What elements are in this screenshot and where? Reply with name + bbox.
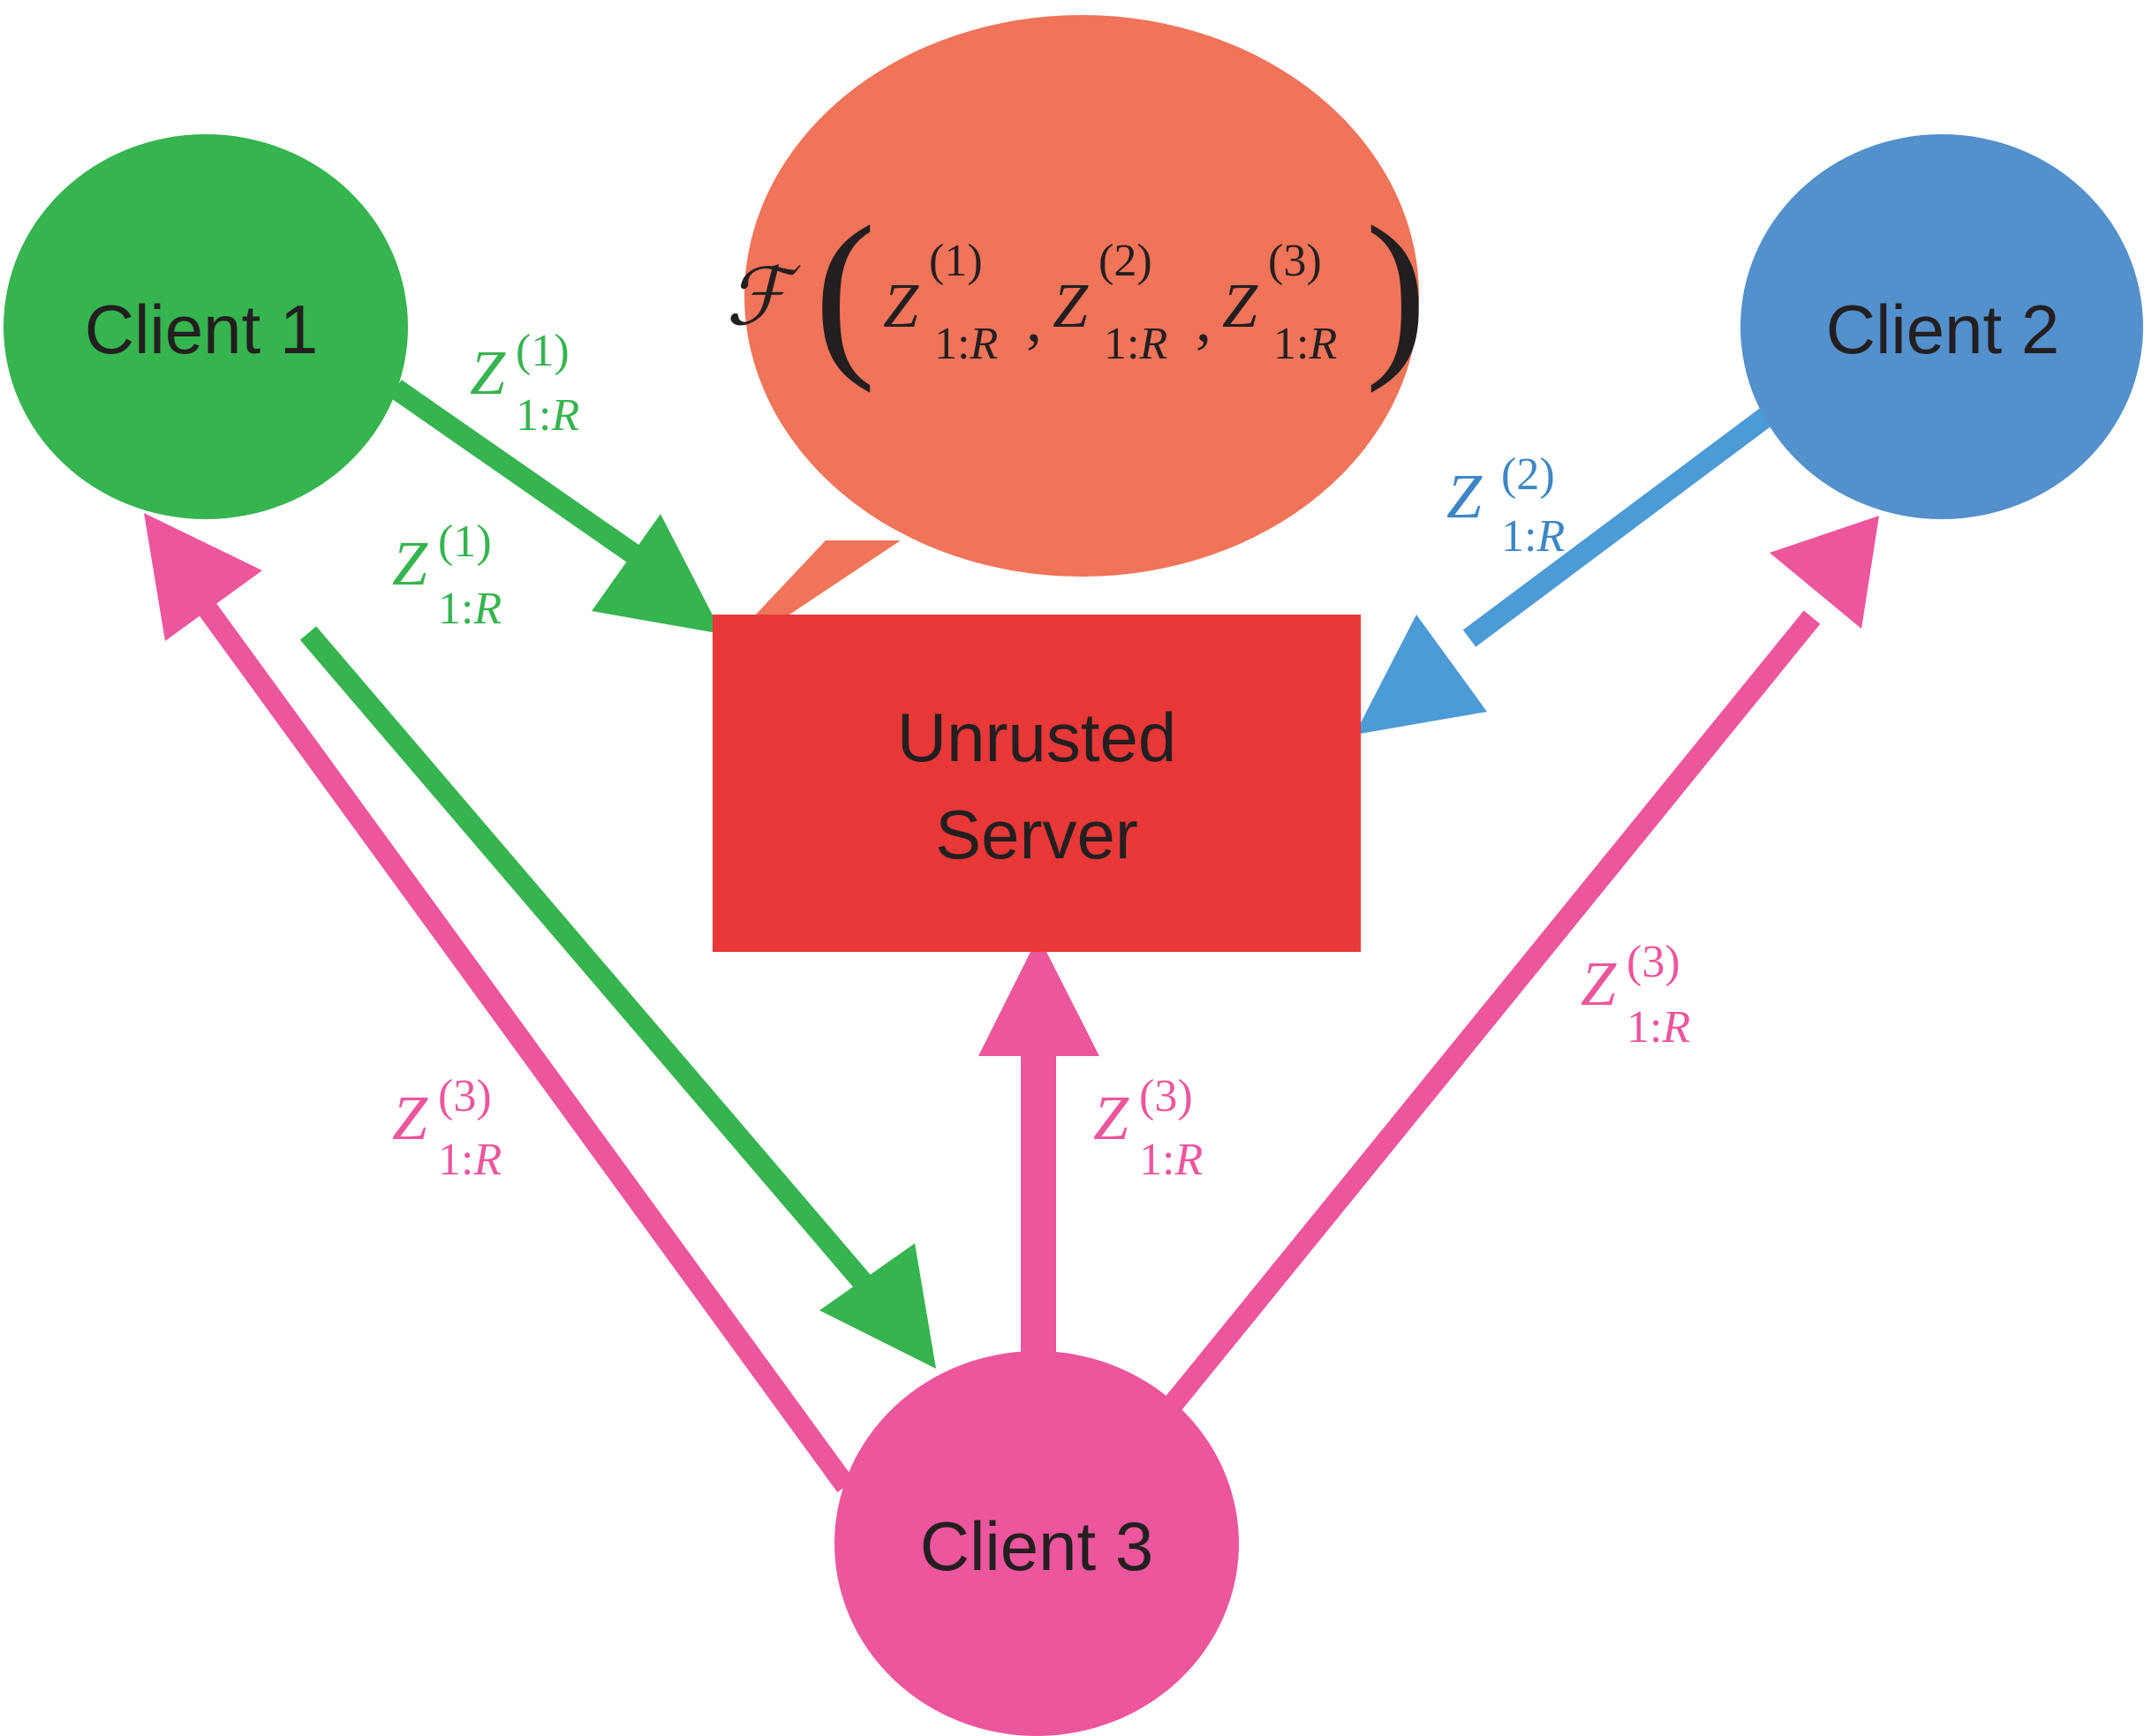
edge-label-base: Z (1581, 948, 1617, 1019)
edge-label-base: Z (392, 528, 428, 599)
formula-arg1-base: Z (883, 270, 919, 341)
edge-label-client1-to-server: Z (1) 1:R (470, 326, 579, 441)
arrow-client1-to-server (389, 380, 722, 634)
speech-bubble-body (744, 15, 1419, 577)
client2-label: Client 2 (1826, 291, 2059, 368)
edge-label-sub: 1:R (1627, 1002, 1690, 1053)
speech-bubble (744, 15, 1419, 618)
edge-label-base: Z (392, 1083, 428, 1153)
arrow-client3-to-client2 (1162, 516, 1879, 1414)
untrusted-server: Unrusted Server (713, 615, 1361, 952)
formula-sep2: , (1196, 284, 1212, 355)
edge-label-base: Z (1446, 461, 1483, 532)
server-label-line1: Unrusted (897, 698, 1177, 776)
edge-label-base: Z (1093, 1083, 1129, 1153)
edge-label-client2-to-server: Z (2) 1:R (1446, 449, 1565, 562)
edge-label-sup: (3) (1139, 1071, 1193, 1121)
edge-label-sup: (1) (438, 517, 492, 567)
formula-arg3-base: Z (1222, 270, 1258, 341)
edge-label-sup: (1) (516, 326, 570, 376)
edge-label-sub: 1:R (1139, 1135, 1203, 1185)
server-label-line2: Server (935, 796, 1138, 873)
edge-label-client3-to-client1: Z (3) 1:R (392, 1071, 502, 1185)
client2-node: Client 2 (1740, 134, 2143, 519)
client3-circle (834, 1351, 1239, 1736)
edge-label-sup: (3) (1627, 937, 1680, 987)
client3-label: Client 3 (920, 1507, 1153, 1585)
edge-label-sub: 1:R (1501, 511, 1565, 562)
arrow-client2-to-server (1355, 403, 1780, 735)
formula-arg1-sub: 1:R (934, 319, 998, 369)
formula-arg3-sup: (3) (1268, 236, 1322, 286)
arrow-client3-to-server (978, 936, 1099, 1397)
edge-label-client3-to-client2: Z (3) 1:R (1581, 937, 1690, 1053)
edge-label-base: Z (470, 337, 506, 408)
speech-bubble-tail (752, 540, 901, 618)
formula-arg2-base: Z (1053, 270, 1089, 341)
formula-arg3-sub: 1:R (1273, 319, 1337, 369)
formula-arg2-sub: 1:R (1104, 319, 1167, 369)
formula-open-paren: ( (814, 189, 876, 394)
client2-circle (1740, 134, 2143, 519)
formula-close-paren: ) (1365, 189, 1427, 394)
edge-label-sub: 1:R (438, 584, 502, 634)
formula-arg2-sup: (2) (1098, 236, 1152, 286)
arrow-client3-to-client1 (144, 513, 855, 1493)
edge-label-sup: (3) (438, 1071, 492, 1121)
client1-label: Client 1 (85, 291, 318, 368)
arrow-client1-to-client3 (299, 626, 936, 1369)
edge-label-sub: 1:R (516, 390, 579, 441)
client1-circle (4, 134, 408, 519)
client3-node: Client 3 (834, 1351, 1239, 1736)
formula-arg1-sup: (1) (929, 236, 983, 286)
edge-label-sup: (2) (1501, 449, 1555, 500)
edge-label-client1-to-client3: Z (1) 1:R (392, 517, 502, 634)
client1-node: Client 1 (4, 134, 408, 519)
edge-label-client3-to-server: Z (3) 1:R (1093, 1071, 1203, 1185)
edge-label-sub: 1:R (438, 1135, 502, 1185)
server-box (713, 615, 1361, 952)
formula-sep1: , (1026, 284, 1042, 355)
